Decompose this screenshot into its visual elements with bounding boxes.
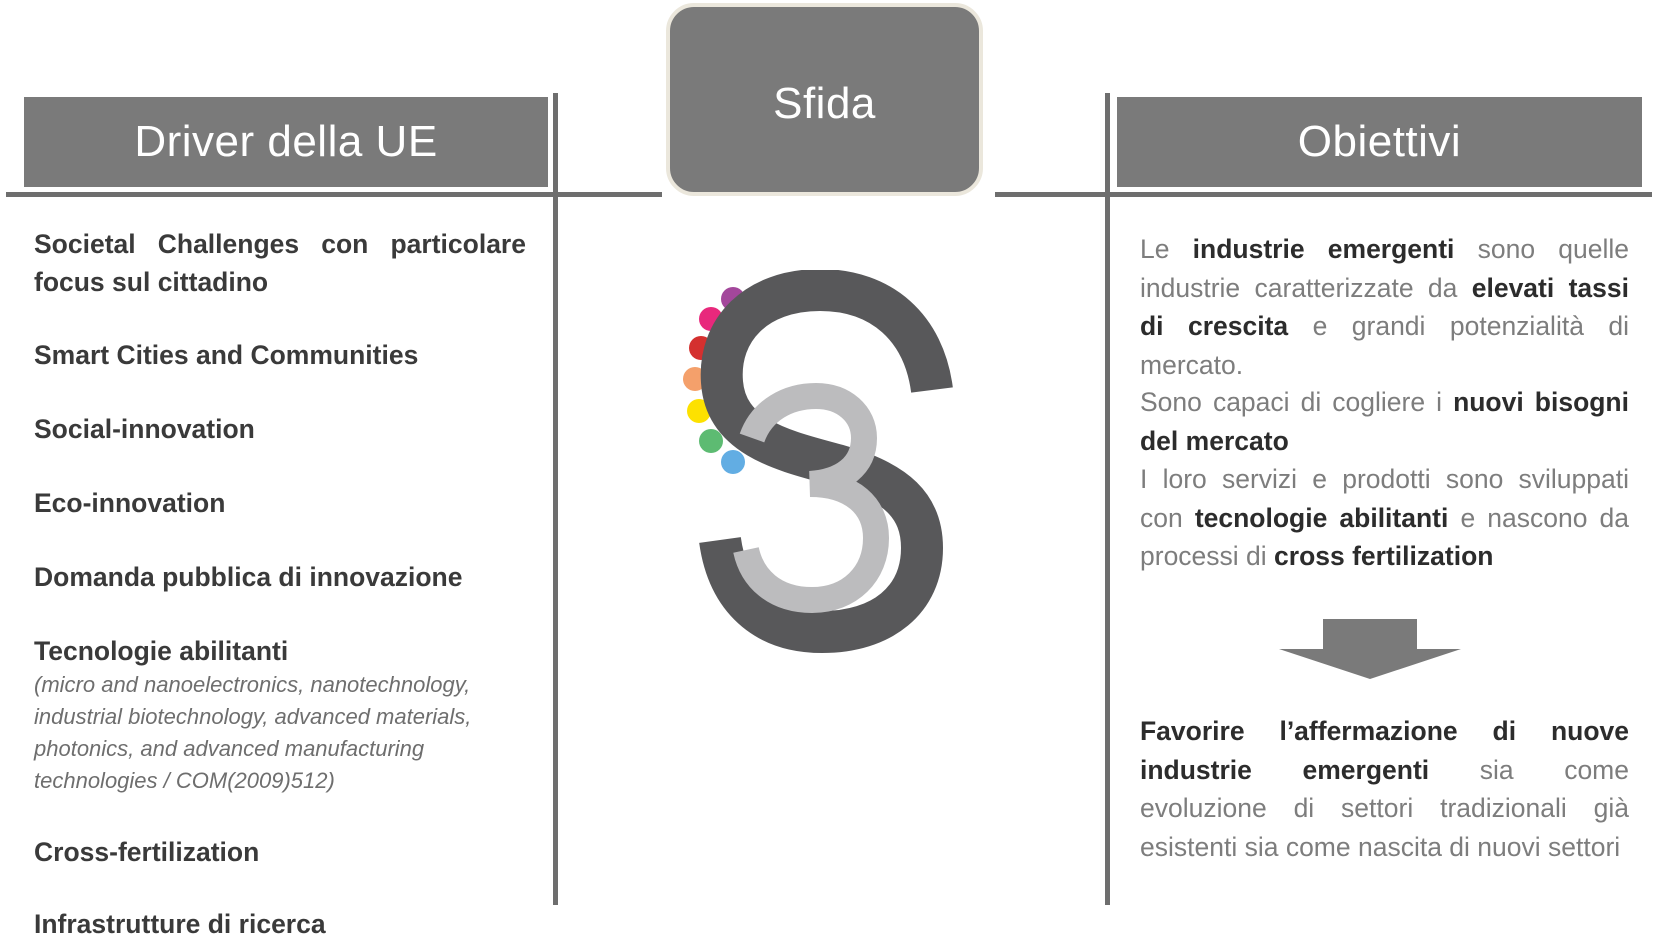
objectives-goal-paragraph: Favorire l’affermazione di nuove industr… — [1140, 712, 1629, 866]
left-vertical-divider — [553, 93, 558, 905]
driver-item-enabling-technologies: Tecnologie abilitanti — [34, 636, 289, 666]
objectives-paragraph-2: Sono capaci di cogliere i nuovi bisogni … — [1140, 383, 1629, 460]
objectives-p3-run-0: I loro servizi e prodotti sono sviluppat… — [1140, 464, 1629, 533]
logo-dot-yellow — [687, 399, 711, 423]
driver-item-public-demand: Domanda pubblica di innovazione — [34, 562, 463, 592]
objectives-p1-run-4: e grandi potenzialità di mercato. — [1140, 311, 1629, 380]
objectives-p2-run-0: Sono capaci di cogliere i — [1140, 387, 1454, 417]
logo-dots — [683, 287, 745, 474]
objectives-header: Obiettivi — [1117, 97, 1642, 187]
driver-item-research-infrastructures: Infrastrutture di ricerca — [34, 909, 326, 939]
right-vertical-divider — [1105, 93, 1110, 905]
objectives-p2-run-1: nuovi bisogni del mercato — [1140, 387, 1629, 456]
enabling-technologies-note: (micro and nanoelectronics, nanotechnolo… — [34, 672, 472, 793]
objectives-p3-run-1: tecnologie abilitanti — [1194, 502, 1449, 533]
logo-dot-blue — [721, 450, 745, 474]
objectives-p2-text: Sono capaci di cogliere i nuovi bisogni … — [1140, 387, 1629, 456]
objectives-p4-run-1: sia come evoluzione di settori tradizion… — [1140, 754, 1629, 862]
objectives-header-label: Obiettivi — [1297, 117, 1462, 166]
driver-item-social-innovation: Social-innovation — [34, 414, 255, 444]
objectives-p3-run-2: e nascono da processi di — [1140, 502, 1629, 572]
driver-item-societal-challenges: Societal Challenges con particolare focu… — [34, 229, 526, 297]
objectives-p3-text: I loro servizi e prodotti sono sviluppat… — [1140, 464, 1629, 571]
driver-item-cross-fertilization: Cross-fertilization — [34, 837, 260, 867]
right-horizontal-divider — [995, 192, 1652, 197]
driver-item-eco-innovation: Eco-innovation — [34, 488, 226, 518]
objectives-p3-run-3: cross fertilization — [1274, 541, 1494, 571]
objectives-paragraph-1: Le industrie emergenti sono quelle indus… — [1140, 230, 1629, 384]
objectives-p1-text: Le industrie emergenti sono quelle indus… — [1140, 234, 1629, 380]
s3-logo — [683, 270, 953, 654]
objectives-paragraph-3: I loro servizi e prodotti sono sviluppat… — [1140, 460, 1629, 576]
challenge-header: Sfida — [666, 3, 983, 196]
driver-header-label: Driver della UE — [134, 117, 438, 166]
driver-item-smart-cities: Smart Cities and Communities — [34, 340, 419, 370]
objectives-p1-run-0: Le — [1140, 234, 1193, 264]
logo-dot-green — [699, 429, 723, 453]
objectives-p1-run-1: industrie emergenti — [1192, 234, 1455, 264]
driver-header: Driver della UE — [24, 97, 548, 187]
objectives-p4-text: Favorire l’affermazione di nuove industr… — [1140, 716, 1629, 862]
down-arrow-icon — [1279, 619, 1461, 679]
left-horizontal-divider — [6, 192, 662, 197]
objectives-p1-run-3: elevati tassi di crescita — [1140, 272, 1629, 342]
objectives-p1-run-2: sono quelle industrie caratterizzate da — [1140, 234, 1629, 303]
objectives-p4-run-0: Favorire l’affermazione di nuove industr… — [1140, 716, 1629, 785]
logo-numeral-3 — [733, 382, 890, 614]
logo-letter-s — [699, 270, 953, 654]
challenge-header-label: Sfida — [773, 79, 876, 128]
